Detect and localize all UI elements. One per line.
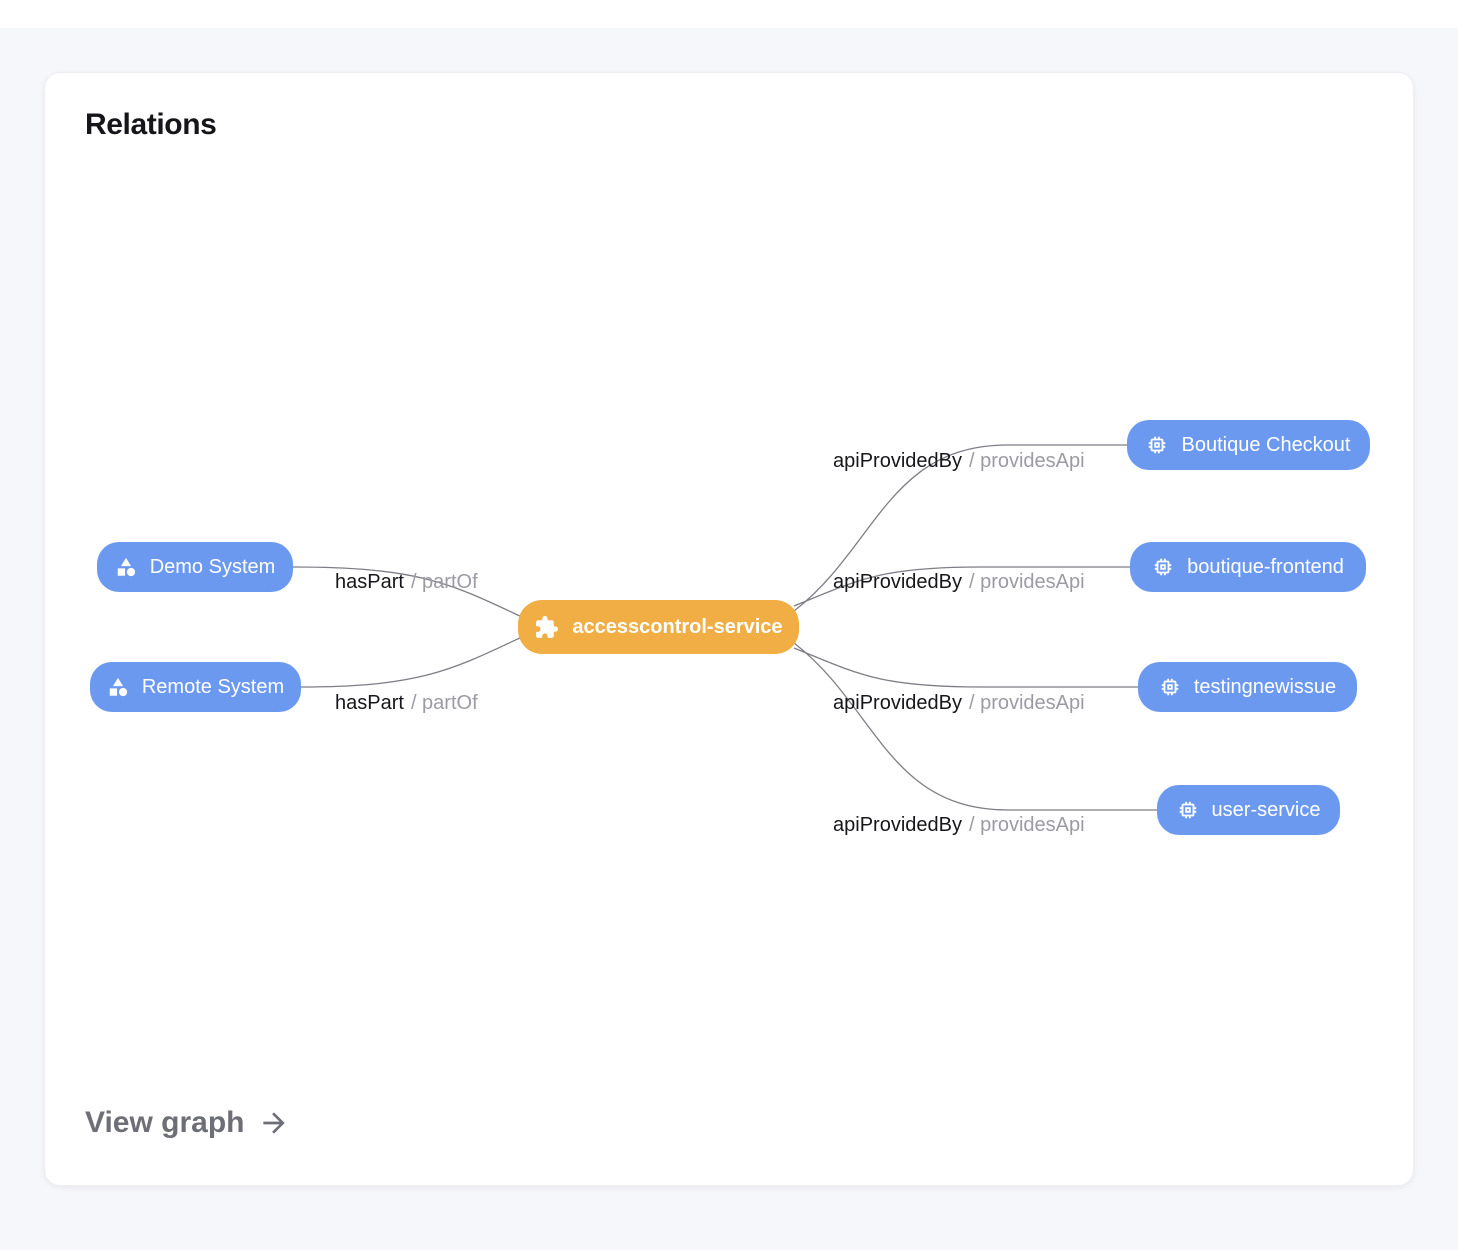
edge-label-haspart-remote: hasPart / partOf <box>335 692 478 715</box>
relation-inverse: / partOf <box>410 692 478 714</box>
memory-icon <box>1149 436 1166 454</box>
node-label: Boutique Checkout <box>1181 433 1351 456</box>
node-remote-system[interactable]: Remote System <box>90 662 301 712</box>
memory-icon <box>1161 678 1179 696</box>
node-accesscontrol-service[interactable]: accesscontrol-service <box>518 600 799 654</box>
relation-forward: apiProvidedBy <box>833 571 962 593</box>
arrow-right-icon <box>262 1112 285 1134</box>
node-demo-system[interactable]: Demo System <box>97 542 293 592</box>
edge-label-haspart-demo: hasPart / partOf <box>335 571 478 594</box>
relation-inverse: / providesApi <box>968 814 1085 836</box>
edge-label-api-boutique-checkout: apiProvidedBy / providesApi <box>833 450 1085 473</box>
edge-label-api-user-service: apiProvidedBy / providesApi <box>833 814 1085 837</box>
edge-label-api-boutique-frontend: apiProvidedBy / providesApi <box>833 571 1085 594</box>
view-graph-label: View graph <box>85 1106 245 1139</box>
category-icon <box>117 557 135 577</box>
relation-forward: apiProvidedBy <box>833 692 962 714</box>
relation-forward: apiProvidedBy <box>833 450 962 472</box>
memory-icon <box>1154 558 1172 576</box>
node-label: accesscontrol-service <box>572 615 783 638</box>
relation-inverse: / providesApi <box>968 571 1085 593</box>
extension-icon <box>536 615 559 638</box>
node-label: boutique-frontend <box>1187 555 1344 578</box>
relation-forward: hasPart <box>335 571 404 593</box>
relation-inverse: / partOf <box>410 571 478 593</box>
node-label: Remote System <box>141 675 285 698</box>
node-user-service[interactable]: user-service <box>1157 785 1340 835</box>
node-label: user-service <box>1211 798 1321 821</box>
node-boutique-frontend[interactable]: boutique-frontend <box>1130 542 1366 592</box>
relation-forward: hasPart <box>335 692 404 714</box>
node-label: testingnewissue <box>1193 675 1337 698</box>
category-icon <box>109 677 128 697</box>
memory-icon <box>1179 801 1196 819</box>
relation-inverse: / providesApi <box>968 450 1085 472</box>
relation-forward: apiProvidedBy <box>833 814 962 836</box>
node-label: Demo System <box>149 555 276 578</box>
node-boutique-checkout[interactable]: Boutique Checkout <box>1127 420 1370 470</box>
edge-label-api-testingnewissue: apiProvidedBy / providesApi <box>833 692 1085 715</box>
card-title: Relations <box>85 108 217 141</box>
node-testingnewissue[interactable]: testingnewissue <box>1138 662 1357 712</box>
view-graph-link[interactable]: View graph <box>85 1106 290 1140</box>
relation-inverse: / providesApi <box>968 692 1085 714</box>
